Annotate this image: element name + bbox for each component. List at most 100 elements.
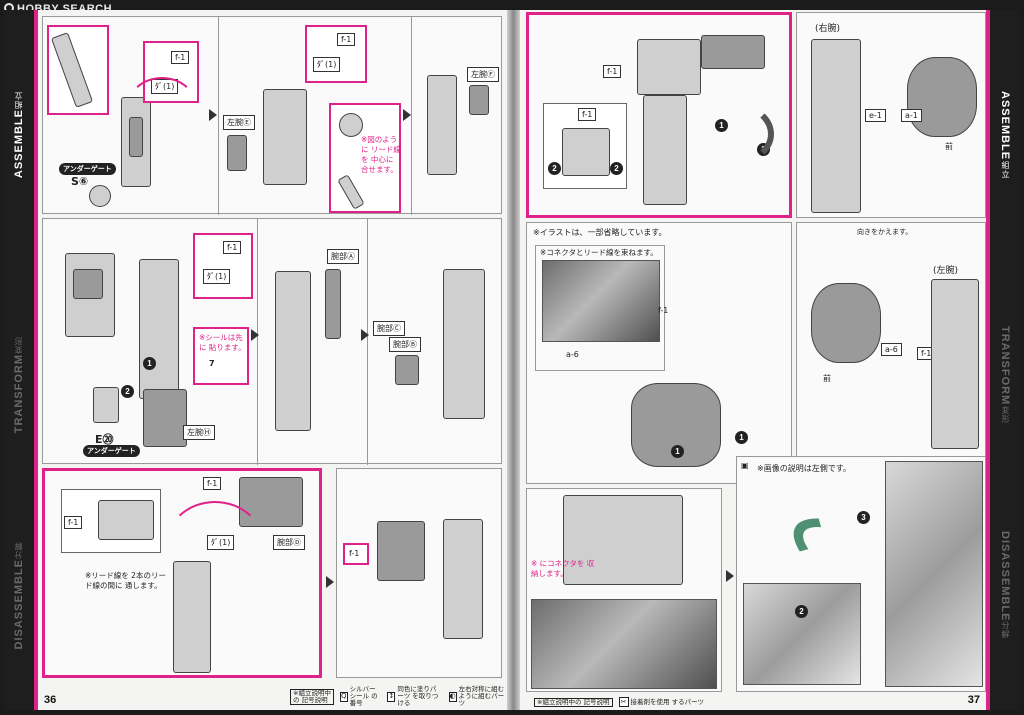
arm-full-part xyxy=(173,561,211,673)
lead-wire-2 xyxy=(165,501,265,591)
lead-wire xyxy=(127,77,197,137)
right-accent-stripe xyxy=(986,10,990,710)
forearm-d-part xyxy=(377,521,425,581)
shoulder-part xyxy=(637,39,701,95)
tab-disassemble-right-label: DISASSEMBLE xyxy=(999,530,1011,622)
tab-disassemble-right-sub: 分解 xyxy=(1001,621,1010,640)
left-arm-f-label: 左腕Ⓕ xyxy=(467,67,499,82)
detail-zoom-box xyxy=(47,25,109,115)
step-arrow xyxy=(209,109,217,121)
arm-a-assembly xyxy=(275,271,311,431)
page-number-left: 36 xyxy=(44,694,57,706)
left-arm-h-part xyxy=(143,389,187,447)
step-3-marker-right: 3 xyxy=(757,143,770,156)
panel-divider xyxy=(218,17,219,215)
tag-f1-2: f-1 xyxy=(337,33,356,46)
tab-assemble-right: ASSEMBLE組立 xyxy=(990,50,1020,220)
arm-column-part xyxy=(643,95,687,205)
left-arm-f-part xyxy=(469,85,489,115)
front-label-2: 前 xyxy=(823,374,831,383)
legend-item-2: ↕同色に塗りパーツ を取りつける xyxy=(387,686,442,707)
instruction-icon: ▣ xyxy=(741,461,749,470)
legend-item-1-text: シルバーシール の番号 xyxy=(349,685,378,707)
tag-f1: f-1 xyxy=(171,51,190,64)
step-arrow-5 xyxy=(326,576,334,588)
assembly-step-panel-4: f-1 xyxy=(336,468,502,678)
step-2-marker-right-b: 2 xyxy=(610,162,623,175)
tag-a6: a-6 xyxy=(881,343,902,356)
arm-photo xyxy=(885,461,983,687)
step-arrow-6 xyxy=(726,570,734,582)
photo-note: ※コネクタとリード線を束ねます。 xyxy=(540,248,658,257)
step-arrow-4 xyxy=(361,329,369,341)
legend-item-right-1-text: 接着剤を使用 するパーツ xyxy=(630,697,704,706)
page-number-right: 37 xyxy=(967,694,980,706)
assembly-step-panel-9: ※ にコネクタを 収納します。 xyxy=(526,488,722,692)
tag-f1-8: f-1 xyxy=(578,108,597,121)
tab-assemble-label: ASSEMBLE xyxy=(13,109,25,179)
tab-disassemble-sub: 分解 xyxy=(14,540,23,559)
assembly-step-panel-1: f-1 ﾀﾞ(1) アンダーゲート S⑥ f-1 ﾀﾞ(1) 左腕Ⓔ ※図のよう… xyxy=(42,16,502,215)
step-1-marker-right-b: 1 xyxy=(671,445,684,458)
tab-assemble-sub: 組立 xyxy=(14,91,23,110)
left-page: ASSEMBLE組立 TRANSFORM変形 DISASSEMBLE分解 f-1… xyxy=(4,10,507,710)
tag-b1-3: ﾀﾞ(1) xyxy=(203,269,231,284)
tab-transform: TRANSFORM変形 xyxy=(4,300,34,470)
assembly-step-panel-2: f-1 ﾀﾞ(1) ※シールは先に 貼ります。 7 1 2 E⑳ アンダーゲート… xyxy=(42,218,502,465)
connector-zoom-box-4: f-1 xyxy=(343,543,369,565)
torso-part-2 xyxy=(811,283,881,363)
legend-item-3: ◐左右対称に組む ように組むパーツ xyxy=(448,685,507,707)
assembly-step-panel-5: f-1 f-1 2 2 1 3 xyxy=(526,12,792,218)
left-accent-stripe xyxy=(34,10,38,710)
legend-item-3-text: 左右対称に組む ように組むパーツ xyxy=(458,685,505,707)
photo-frame: ※コネクタとリード線を束ねます。 f-1 a-6 xyxy=(535,245,669,371)
tag-f1-6: f-1 xyxy=(349,549,360,558)
assembly-step-panel-10: ▣ ※画像の説明は左側です。 3 2 xyxy=(736,456,987,692)
tag-f1-10: f-1 xyxy=(658,306,669,315)
legend-item-right-1: ✂接着剤を使用 するパーツ xyxy=(618,697,704,707)
arm-cross-section xyxy=(98,500,154,540)
tab-assemble-right-sub: 組立 xyxy=(1001,160,1010,179)
book-gutter xyxy=(507,10,520,710)
assembly-step-panel-7: 向きをかえます。 (左腕) a-6 f-1 前 xyxy=(796,222,986,460)
arm-c-label: 腕部Ⓒ xyxy=(373,321,405,336)
tag-f1-7: f-1 xyxy=(603,65,622,78)
assembly-step-panel-6: (右腕) e-1 a-1 前 xyxy=(796,12,986,218)
forearm-detail xyxy=(73,269,103,299)
front-label: 前 xyxy=(945,142,953,151)
magnifier-icon: Q xyxy=(340,691,348,702)
step-1-marker-right-c: 1 xyxy=(735,431,748,444)
tab-transform-sub: 変形 xyxy=(14,336,23,355)
tab-assemble: ASSEMBLE組立 xyxy=(4,50,34,220)
connector-storage-note: ※ にコネクタを 収納します。 xyxy=(531,559,595,578)
connector-photo xyxy=(542,260,660,342)
tab-disassemble-label: DISASSEMBLE xyxy=(13,558,25,650)
arm-d-label: 腕部Ⓓ xyxy=(273,535,305,550)
socket-housing xyxy=(562,128,610,176)
tag-f1-5: f-1 xyxy=(203,477,222,490)
panel-divider-4 xyxy=(367,219,368,465)
sticker-number: 7 xyxy=(209,359,215,368)
arm-stack-part xyxy=(139,259,179,399)
left-side-tabs: ASSEMBLE組立 TRANSFORM変形 DISASSEMBLE分解 xyxy=(4,10,34,710)
left-arm-e-part xyxy=(227,135,247,171)
right-arm-title: (右腕) xyxy=(815,24,841,34)
cutter-icon: ✂ xyxy=(618,697,629,707)
arm-a-part xyxy=(325,269,341,339)
pin-part xyxy=(337,174,365,210)
tag-e1: e-1 xyxy=(865,109,886,122)
wire-guide-zoom: ※図のように リード線を 中心に 合せます。 xyxy=(329,103,401,213)
arm-b-label: 腕部Ⓑ xyxy=(389,337,421,352)
right-side-tabs: ASSEMBLE組立 TRANSFORM変形 DISASSEMBLE分解 xyxy=(990,10,1020,710)
arm-frame-part xyxy=(50,32,94,108)
swap-icon: ↕ xyxy=(387,691,396,702)
tab-transform-right-label: TRANSFORM xyxy=(999,326,1011,406)
e-part xyxy=(93,387,119,423)
legend-title-right: ※組立説明中の 記号説明 xyxy=(534,697,613,707)
tag-a1: a-1 xyxy=(901,109,922,122)
flip-note: 向きをかえます。 xyxy=(857,228,913,236)
panel-divider-3 xyxy=(257,219,258,465)
tag-f1-4: f-1 xyxy=(64,516,83,529)
